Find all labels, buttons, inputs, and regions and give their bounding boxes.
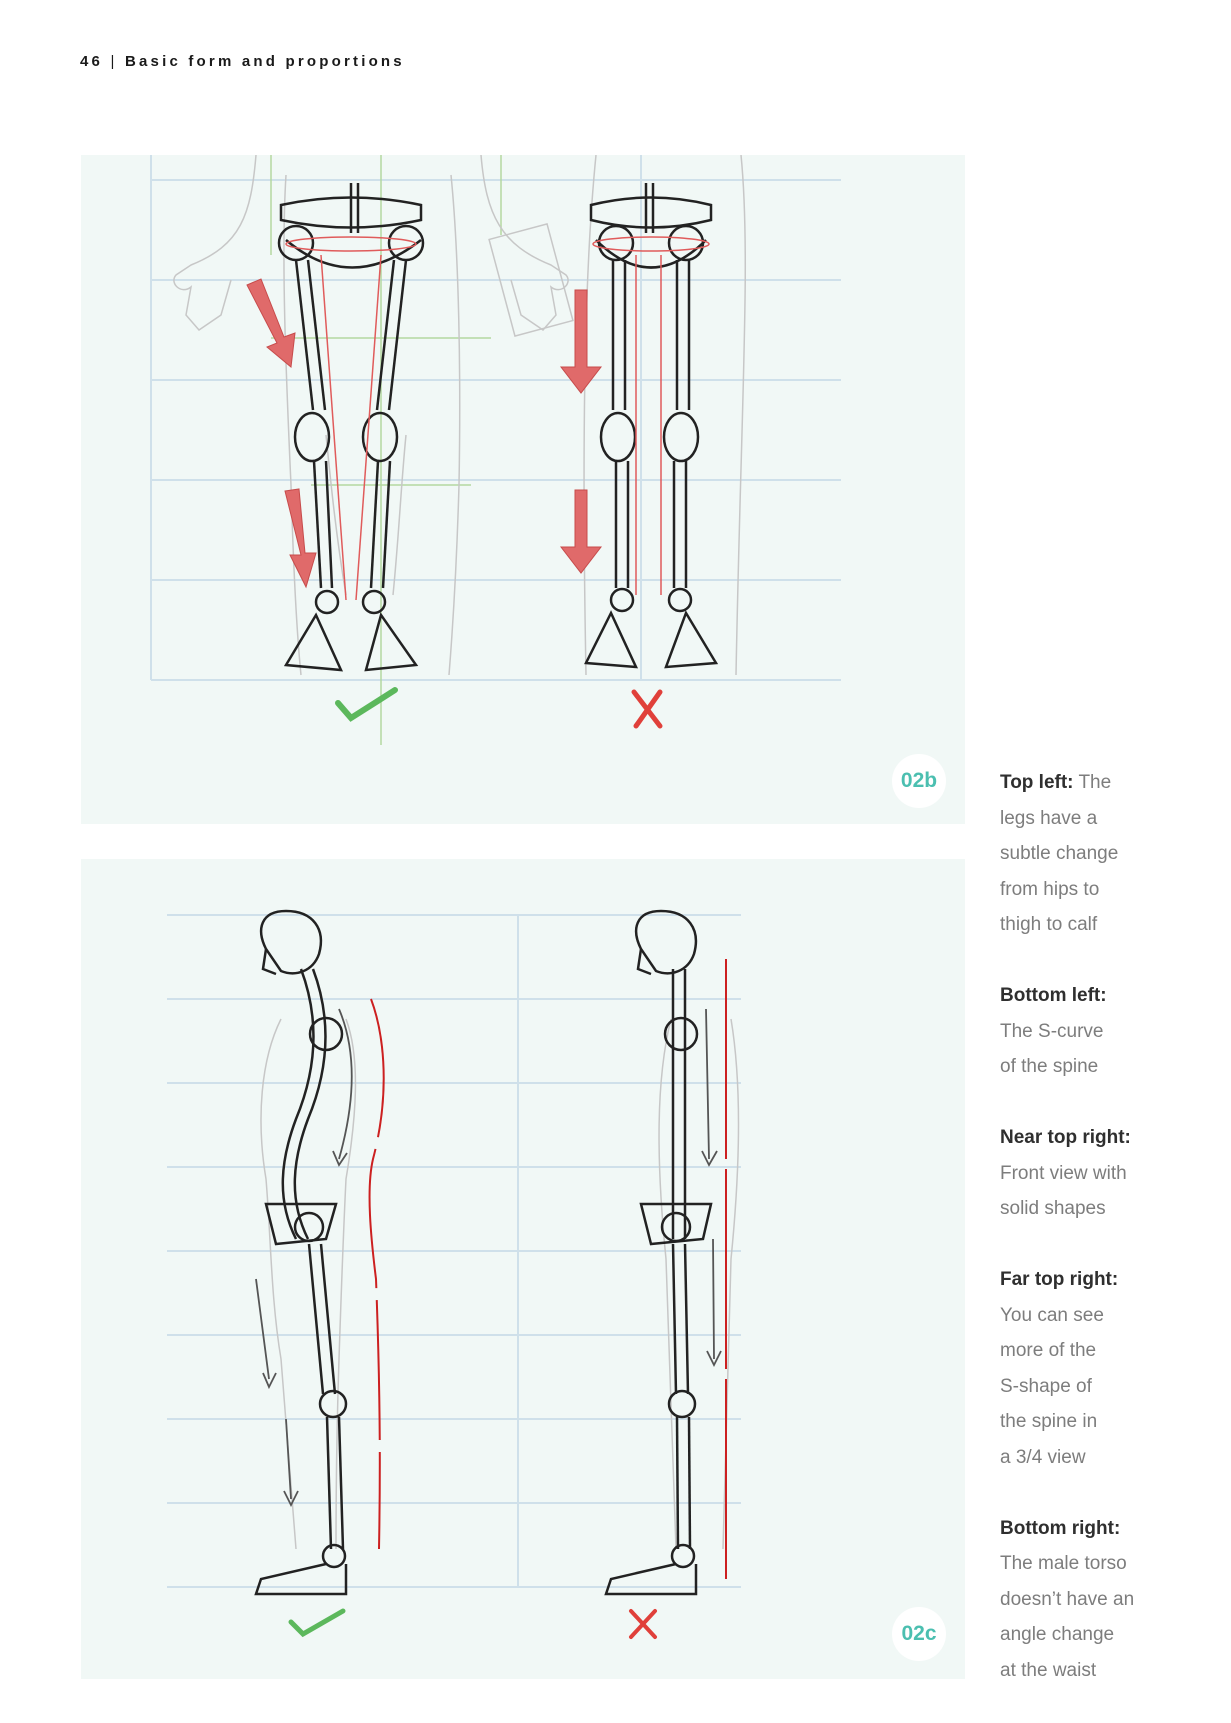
- side-view-illustration: [167, 909, 741, 1639]
- caption-near-top-right: Near top right: Front view with solid sh…: [1000, 1127, 1131, 1219]
- caption-bottom-right: Bottom right: The male torso doesn’t hav…: [1000, 1517, 1135, 1681]
- page-header: 46 | Basic form and proportions: [80, 53, 405, 70]
- header-title: Basic form and proportions: [124, 53, 405, 70]
- caption-far-top-right: Far top right: You can see more of the S…: [1000, 1269, 1119, 1468]
- caption-sidebar: Top left: The legs have a subtle change …: [1000, 765, 1215, 1688]
- figure-label: 02c: [892, 1607, 946, 1661]
- page-number: 46: [80, 53, 104, 70]
- checkmark-icon: [288, 1608, 346, 1638]
- figure-02c: 02c: [81, 859, 965, 1679]
- figure-label: 02b: [892, 754, 946, 808]
- caption-bottom-left: Bottom left: The S-curve of the spine: [1000, 985, 1107, 1077]
- cross-icon: [629, 1609, 657, 1639]
- header-separator: |: [110, 53, 118, 70]
- checkmark-icon: [335, 687, 398, 722]
- caption-top-left: Top left: The legs have a subtle change …: [1000, 772, 1119, 935]
- figure-02b: 02b: [81, 155, 965, 824]
- cross-icon: [631, 689, 663, 729]
- front-legs-illustration: [150, 155, 841, 745]
